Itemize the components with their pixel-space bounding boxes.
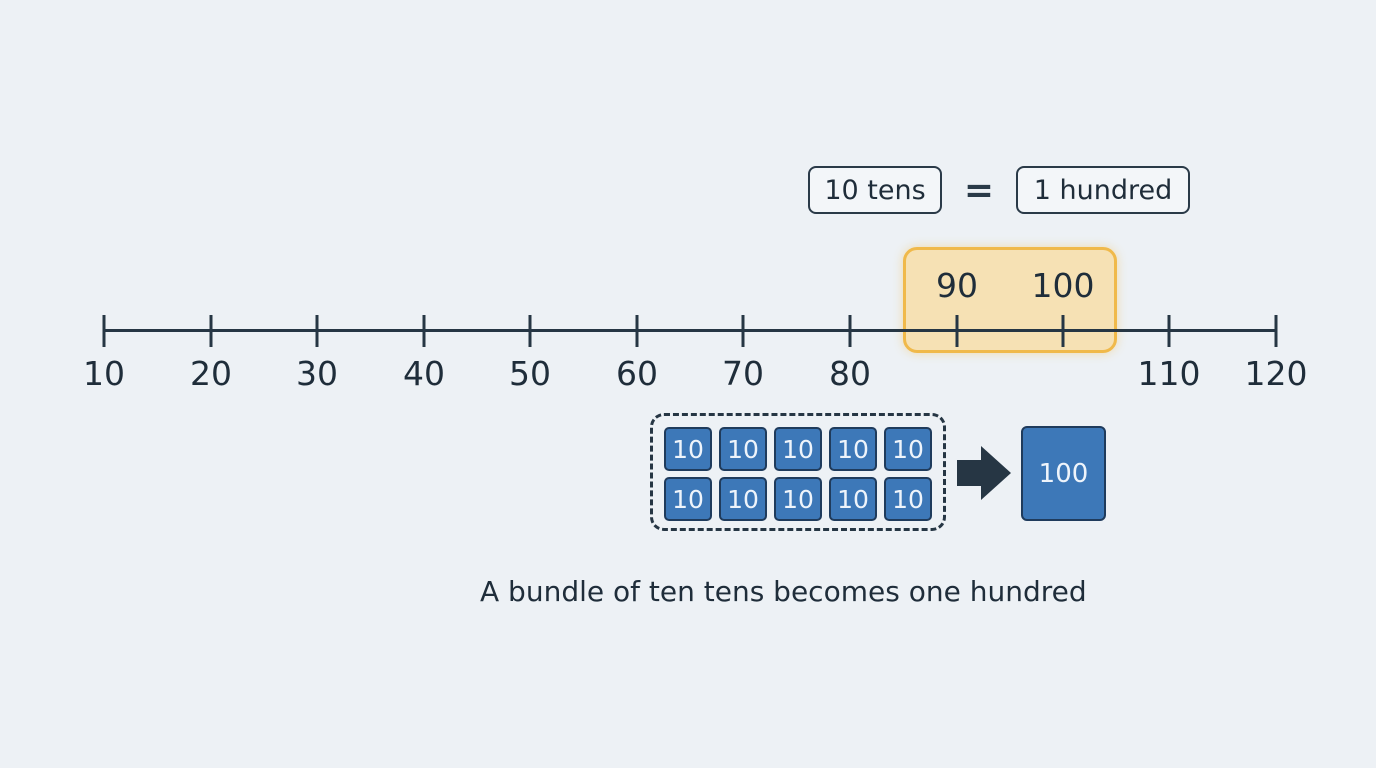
one-hundred-box: 1 hundred [1016, 166, 1190, 214]
ten-block: 10 [664, 427, 712, 471]
tick-label-20: 20 [190, 354, 232, 393]
tick-10 [102, 315, 106, 347]
highlight-label-90: 90 [936, 266, 978, 305]
number-line [104, 329, 1276, 332]
one-hundred-label: 1 hundred [1033, 174, 1173, 206]
tick-label-30: 30 [296, 354, 338, 393]
tick-label-40: 40 [403, 354, 445, 393]
ten-block: 10 [884, 427, 932, 471]
tick-90 [955, 315, 959, 347]
tick-20 [209, 315, 213, 347]
right-arrow-icon [957, 446, 1011, 500]
tick-50 [528, 315, 532, 347]
tick-label-80: 80 [829, 354, 871, 393]
caption: A bundle of ten tens becomes one hundred [480, 575, 1087, 608]
tick-label-110: 110 [1137, 354, 1201, 393]
highlight-90-100 [903, 247, 1117, 353]
ten-block: 10 [719, 477, 767, 521]
tick-label-50: 50 [509, 354, 551, 393]
ten-block: 10 [719, 427, 767, 471]
tick-80 [848, 315, 852, 347]
ten-tens-box: 10 tens [808, 166, 942, 214]
tick-100 [1061, 315, 1065, 347]
ten-block: 10 [664, 477, 712, 521]
ten-block: 10 [884, 477, 932, 521]
ten-tens-label: 10 tens [824, 174, 926, 206]
tick-30 [315, 315, 319, 347]
tick-label-60: 60 [616, 354, 658, 393]
equals-sign: = [963, 169, 995, 211]
tick-70 [741, 315, 745, 347]
tick-label-70: 70 [722, 354, 764, 393]
ten-block: 10 [774, 427, 822, 471]
tick-label-120: 120 [1244, 354, 1308, 393]
ten-block: 10 [829, 427, 877, 471]
tick-60 [635, 315, 639, 347]
ten-block: 10 [829, 477, 877, 521]
highlight-label-100: 100 [1031, 266, 1095, 305]
tick-120 [1274, 315, 1278, 347]
ten-block: 10 [774, 477, 822, 521]
tick-40 [422, 315, 426, 347]
tick-110 [1167, 315, 1171, 347]
hundred-block: 100 [1021, 426, 1106, 521]
tick-label-10: 10 [83, 354, 125, 393]
hundred-block-label: 100 [1038, 458, 1089, 489]
